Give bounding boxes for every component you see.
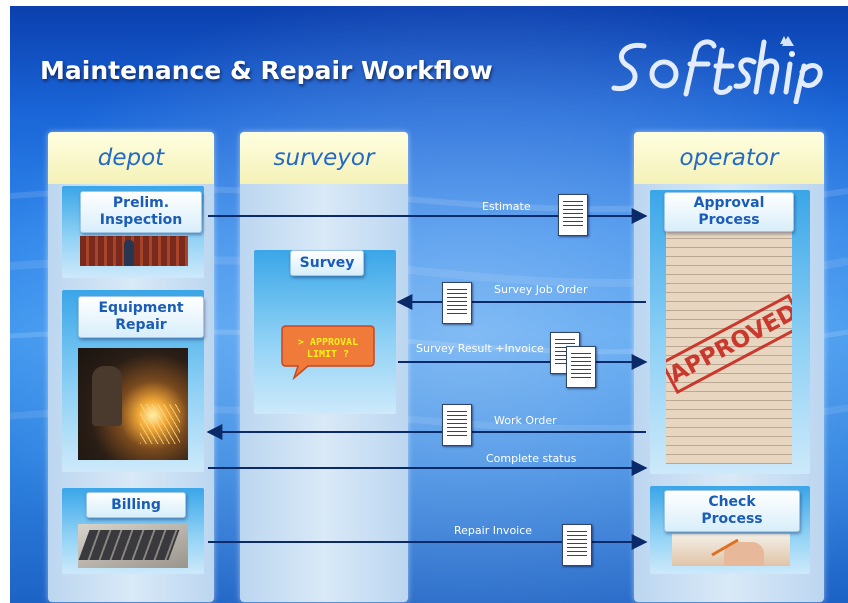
- slide: Maintenance & Repair Workflow depot surv…: [10, 6, 848, 603]
- operator-column-header: operator: [634, 132, 824, 184]
- workflow-arrows: [206, 208, 648, 550]
- callout-line2: LIMIT ?: [306, 349, 350, 360]
- equipment-label-line2: Repair: [115, 317, 167, 333]
- prelim-label-line1: Prelim.: [112, 195, 170, 211]
- survey-label: Survey: [290, 250, 364, 276]
- approved-document-image: APPROVED: [666, 230, 792, 464]
- surveyor-column-header: surveyor: [240, 132, 408, 184]
- check-label-line2: Process: [701, 511, 763, 527]
- slide-title: Maintenance & Repair Workflow: [40, 56, 493, 85]
- invoice-document-icon: [566, 346, 596, 388]
- depot-column-header: depot: [48, 132, 214, 184]
- survey-job-order-label: Survey Job Order: [494, 283, 588, 296]
- softship-logo: [611, 36, 823, 104]
- equipment-label-line1: Equipment: [98, 300, 184, 316]
- estimate-document-icon: [558, 194, 588, 236]
- survey-job-order-document-icon: [442, 282, 472, 324]
- welding-photo: [78, 348, 188, 460]
- complete-status-label: Complete status: [486, 452, 577, 465]
- work-order-document-icon: [442, 404, 472, 446]
- billing-label: Billing: [86, 492, 186, 518]
- check-process-label: Check Process: [664, 490, 800, 532]
- survey-result-invoice-label: Survey Result +Invoice: [416, 342, 544, 355]
- prelim-inspection-label: Prelim. Inspection: [80, 191, 202, 233]
- work-order-label: Work Order: [494, 414, 557, 427]
- container-photo: [80, 236, 188, 266]
- repair-invoice-document-icon: [562, 524, 592, 566]
- approval-process-panel: APPROVED: [650, 190, 810, 474]
- prelim-label-line2: Inspection: [99, 212, 183, 228]
- repair-invoice-label: Repair Invoice: [454, 524, 533, 537]
- approval-label-line1: Approval: [693, 195, 765, 211]
- approval-limit-text: > APPROVAL LIMIT ?: [280, 337, 376, 361]
- estimate-label: Estimate: [482, 200, 531, 213]
- keyboard-photo: [78, 524, 188, 568]
- approval-limit-callout: [281, 325, 375, 380]
- equipment-repair-label: Equipment Repair: [78, 296, 204, 338]
- approval-process-label: Approval Process: [664, 192, 794, 232]
- callout-line1: > APPROVAL: [297, 337, 359, 348]
- approval-label-line2: Process: [698, 212, 760, 228]
- check-label-line1: Check: [708, 494, 756, 510]
- signing-photo: [672, 534, 790, 566]
